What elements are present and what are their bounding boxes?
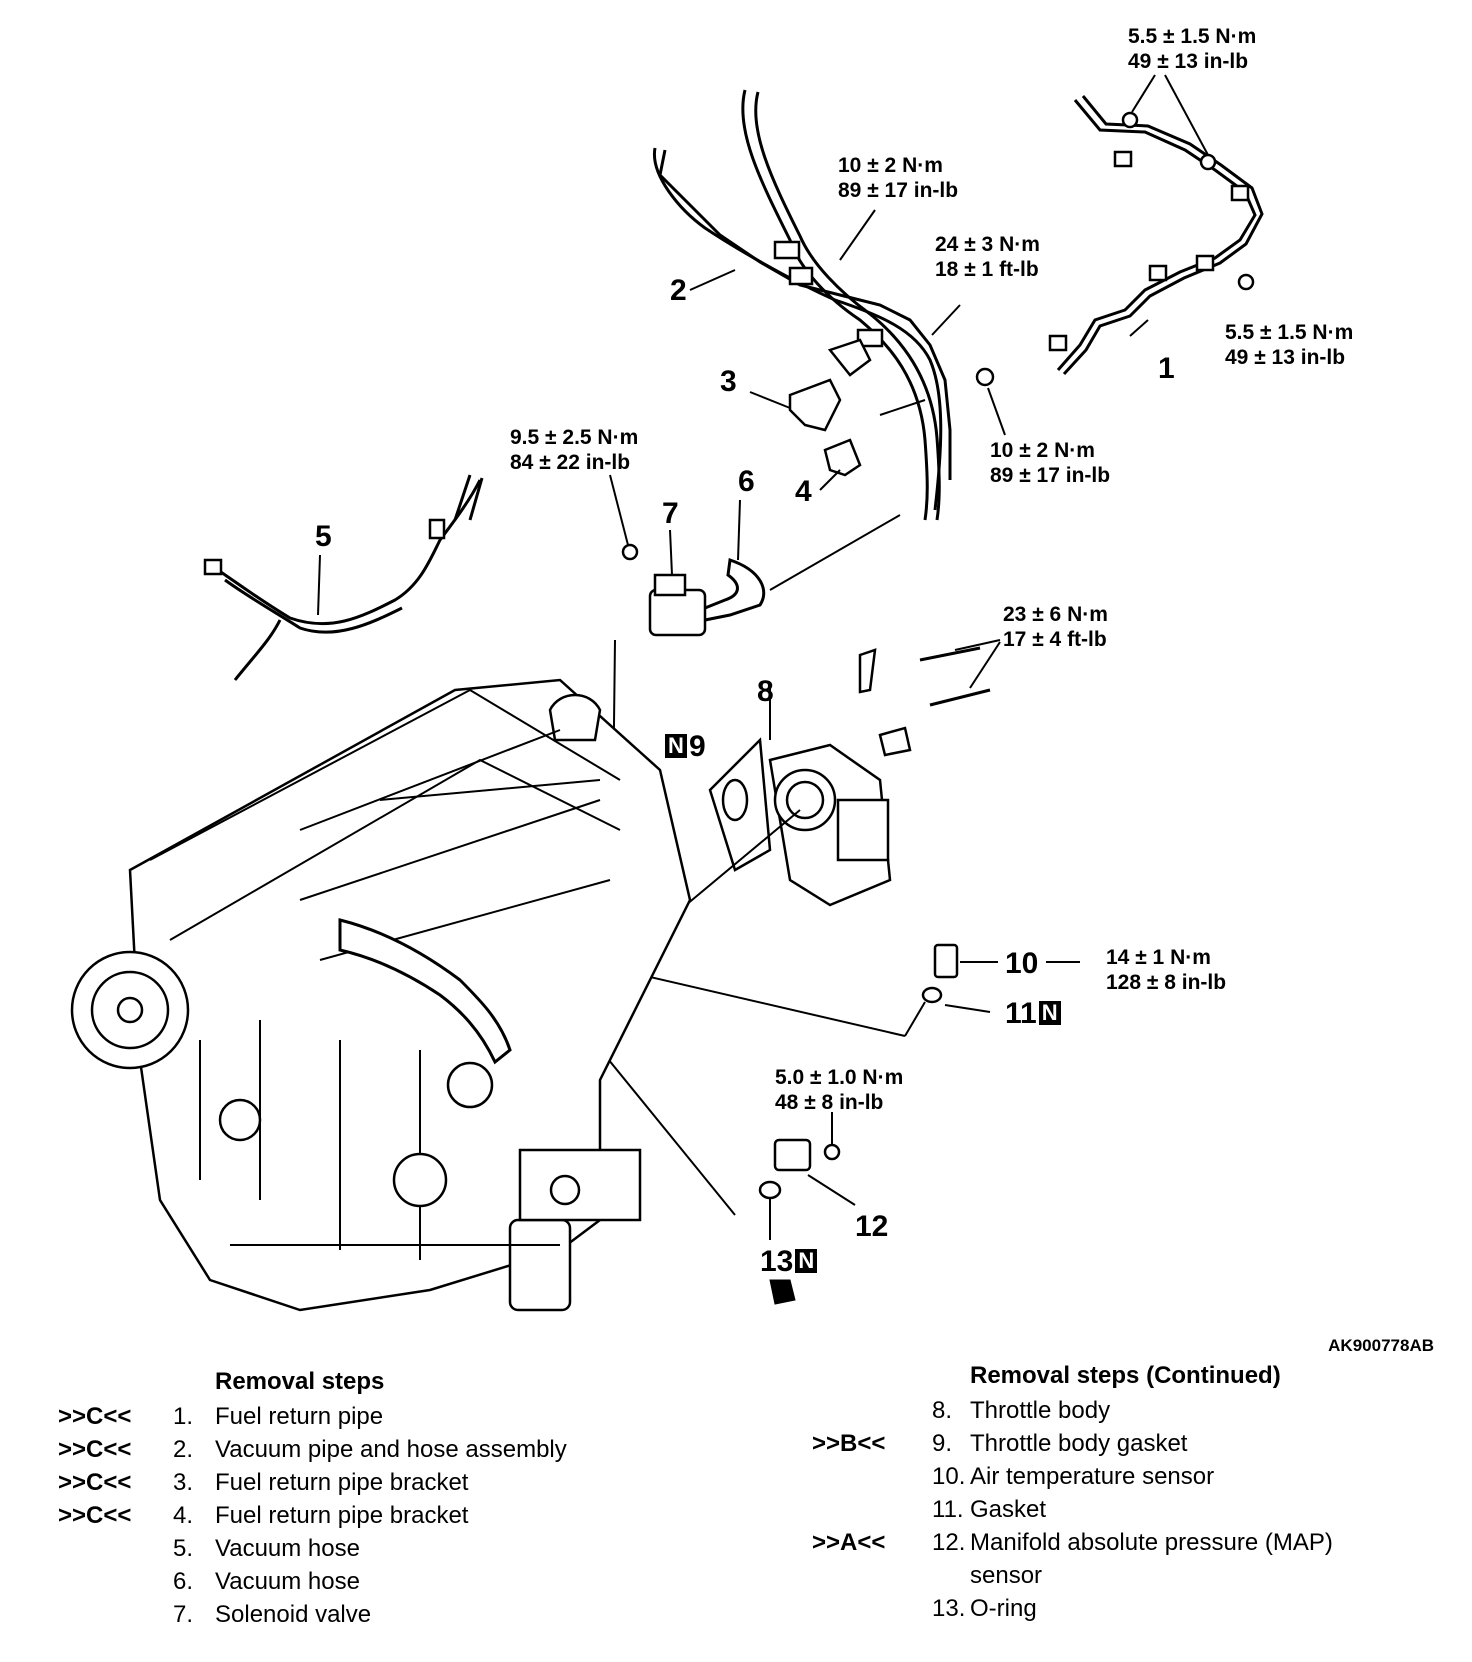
callout-1: 1 bbox=[1158, 352, 1175, 385]
vacuum-pipe-assembly-drawing bbox=[652, 89, 961, 521]
step-text: Air temperature sensor bbox=[970, 1463, 1215, 1490]
step-row: >>A<< 12.Manifold absolute pressure (MAP) bbox=[812, 1526, 1452, 1559]
callout-5: 5 bbox=[315, 520, 332, 553]
callout-3: 3 bbox=[720, 365, 737, 398]
callout-8: 8 bbox=[757, 675, 774, 708]
n-mark-13: N bbox=[795, 1249, 818, 1273]
step-row: >>C<< 2. Vacuum pipe and hose assembly bbox=[58, 1433, 698, 1466]
step-number: 6. bbox=[173, 1568, 194, 1595]
n-mark-11: N bbox=[1038, 1001, 1061, 1025]
callout-10: 10 bbox=[1005, 947, 1039, 980]
step-number: 5. bbox=[173, 1535, 194, 1562]
step-number: 4. bbox=[173, 1502, 194, 1529]
callout-6: 6 bbox=[738, 465, 755, 498]
step-text: Gasket bbox=[970, 1496, 1047, 1523]
step-row: >>C<< 1. Fuel return pipe bbox=[58, 1400, 698, 1433]
step-number: 8. bbox=[932, 1397, 953, 1424]
step-number: 7. bbox=[173, 1601, 194, 1628]
step-row: 6. Vacuum hose bbox=[58, 1565, 698, 1598]
removal-steps-list: Removal steps >>C<<1.Fuel return pipe>>C… bbox=[58, 1368, 698, 1631]
step-row: 13.O-ring bbox=[812, 1592, 1452, 1625]
step-text: Fuel return pipe bracket bbox=[215, 1502, 469, 1529]
step-reference: >>C<< bbox=[58, 1403, 132, 1430]
step-text: Vacuum pipe and hose assembly bbox=[215, 1436, 567, 1463]
step-row: >>C<< 4. Fuel return pipe bracket bbox=[58, 1499, 698, 1532]
step-number: 11. bbox=[932, 1496, 964, 1523]
step-row: 10.Air temperature sensor bbox=[812, 1460, 1452, 1493]
step-number: 13. bbox=[932, 1595, 966, 1622]
solenoid-and-hose-drawing bbox=[609, 474, 901, 891]
air-temperature-sensor-drawing bbox=[619, 943, 1080, 1037]
step-row: 7. Solenoid valve bbox=[58, 1598, 698, 1631]
step-number: 9. bbox=[932, 1430, 953, 1457]
engine-block-drawing bbox=[70, 678, 692, 1312]
step-text: sensor bbox=[970, 1562, 1043, 1589]
callout-2: 2 bbox=[670, 274, 687, 307]
brackets-drawing bbox=[749, 338, 1006, 491]
step-number: 2. bbox=[173, 1436, 194, 1463]
diagram-artwork bbox=[70, 74, 1264, 1312]
step-text: Throttle body gasket bbox=[970, 1430, 1188, 1457]
step-reference: >>C<< bbox=[58, 1502, 132, 1529]
fuel-return-pipe-drawing bbox=[1048, 74, 1264, 376]
removal-steps-continued-title: Removal steps (Continued) bbox=[970, 1362, 1281, 1389]
step-number: 3. bbox=[173, 1469, 194, 1496]
step-text: Vacuum hose bbox=[215, 1568, 360, 1595]
step-reference: >>A<< bbox=[812, 1529, 886, 1556]
step-text: Fuel return pipe bbox=[215, 1403, 384, 1430]
step-number: 1. bbox=[173, 1403, 194, 1430]
step-text: O-ring bbox=[970, 1595, 1037, 1622]
step-number: 12. bbox=[932, 1529, 966, 1556]
callout-4: 4 bbox=[795, 475, 812, 508]
removal-steps-title: Removal steps bbox=[215, 1368, 385, 1395]
n-mark-9: N bbox=[665, 734, 687, 758]
step-reference: >>C<< bbox=[58, 1469, 132, 1496]
removal-steps-continued-list: Removal steps (Continued) 8. Throttle bod… bbox=[812, 1362, 1452, 1625]
step-number: 10. bbox=[932, 1463, 966, 1490]
step-row: 5. Vacuum hose bbox=[58, 1532, 698, 1565]
callout-12: 12 bbox=[855, 1210, 889, 1243]
step-row: >>C<< 3. Fuel return pipe bracket bbox=[58, 1466, 698, 1499]
step-text: Vacuum hose bbox=[215, 1535, 360, 1562]
step-row: >>B<< 9. Throttle body gasket bbox=[812, 1427, 1452, 1460]
callout-7: 7 bbox=[662, 497, 679, 530]
step-row: sensor bbox=[812, 1559, 1452, 1592]
step-text: Fuel return pipe bracket bbox=[215, 1469, 469, 1496]
step-text: Manifold absolute pressure (MAP) bbox=[970, 1529, 1333, 1556]
step-row: 8. Throttle body bbox=[812, 1394, 1452, 1427]
step-row: 11.Gasket bbox=[812, 1493, 1452, 1526]
throttle-body-drawing bbox=[679, 639, 1001, 911]
step-reference: >>B<< bbox=[812, 1430, 886, 1457]
figure-id: AK900778AB bbox=[1328, 1336, 1434, 1355]
step-text: Throttle body bbox=[970, 1397, 1111, 1424]
step-text: Solenoid valve bbox=[215, 1601, 372, 1628]
step-reference: >>C<< bbox=[58, 1436, 132, 1463]
vacuum-hose-5-drawing bbox=[203, 474, 484, 681]
